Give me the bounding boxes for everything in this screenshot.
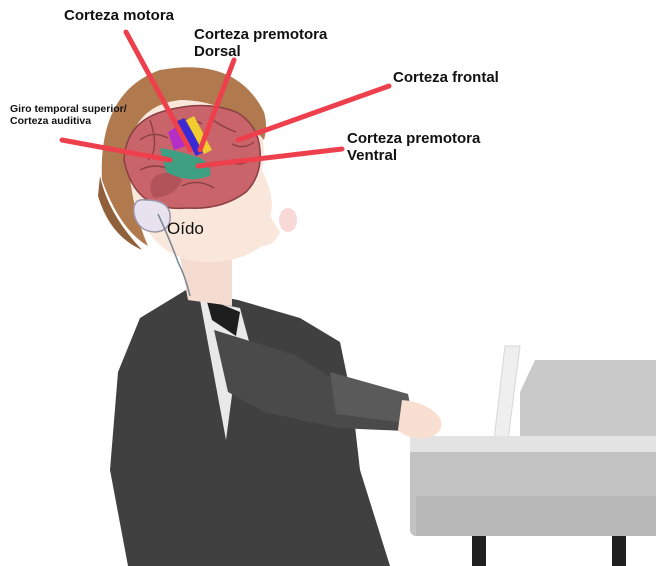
label-ventral-line1: Corteza premotora (347, 131, 480, 148)
label-auditory-line1: Giro temporal superior/ (10, 104, 127, 116)
label-motor-cortex: Corteza motora (64, 8, 174, 25)
label-dorsal-premotor-cortex: Corteza premotora Dorsal (194, 27, 327, 61)
label-dorsal-line1: Corteza premotora (194, 27, 327, 44)
label-dorsal-line2: Dorsal (194, 44, 327, 61)
pianist-body (110, 290, 442, 566)
label-ear: Oído (167, 219, 204, 238)
label-ventral-line2: Ventral (347, 148, 480, 165)
label-frontal-cortex: Corteza frontal (393, 70, 499, 87)
label-ventral-premotor-cortex: Corteza premotora Ventral (347, 131, 480, 165)
piano (410, 346, 656, 566)
label-auditory-cortex: Giro temporal superior/ Corteza auditiva (10, 104, 127, 128)
label-auditory-line2: Corteza auditiva (10, 116, 127, 128)
